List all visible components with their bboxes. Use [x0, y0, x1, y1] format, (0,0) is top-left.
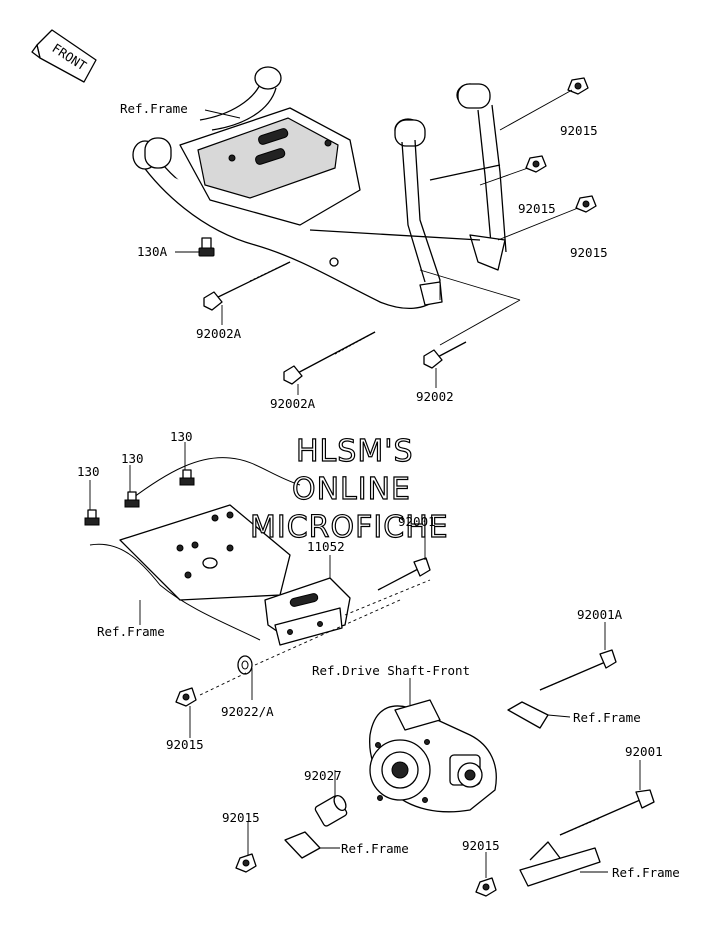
label-92027: 92027: [304, 768, 342, 783]
nut-92015-f-icon: [475, 877, 497, 897]
label-92022a: 92022/A: [221, 704, 274, 719]
label-ref-frame-mid: Ref.Frame: [97, 624, 165, 639]
label-92002: 92002: [416, 389, 454, 404]
label-92001-a: 92001: [398, 514, 436, 529]
label-92015-b: 92015: [518, 201, 556, 216]
mid-frame-section: [89, 457, 301, 641]
label-ref-frame-bottom: Ref.Frame: [612, 865, 680, 880]
bracket-11052: [264, 577, 351, 646]
label-92002a-lower: 92002A: [270, 396, 316, 411]
label-92001a: 92001A: [577, 607, 623, 622]
nut-92015-e-icon: [235, 853, 257, 873]
bolt-130-c-icon: [84, 509, 100, 526]
bracket-right-lower: [519, 841, 601, 887]
bolt-130-b-icon: [124, 491, 140, 508]
front-arrow-badge: FRONT: [31, 29, 97, 83]
label-130-c: 130: [77, 464, 100, 479]
front-differential: [369, 699, 497, 813]
label-92015-e: 92015: [222, 810, 260, 825]
label-92015-d: 92015: [166, 737, 204, 752]
label-92001-b: 92001: [625, 744, 663, 759]
nut-92015-b-icon: [525, 155, 547, 173]
label-130-a: 130: [170, 429, 193, 444]
upper-frame-assembly: [132, 66, 507, 310]
leader-lines: [89, 89, 641, 878]
label-130a: 130A: [137, 244, 168, 259]
label-92015-c: 92015: [570, 245, 608, 260]
nut-92015-d-icon: [175, 687, 197, 707]
bolt-92002-icon: [423, 341, 467, 369]
label-130-b: 130: [121, 451, 144, 466]
bolt-130-a-icon: [179, 469, 195, 486]
label-92002a-upper: 92002A: [196, 326, 242, 341]
label-ref-drive-shaft-front: Ref.Drive Shaft-Front: [312, 663, 470, 678]
washer-92022a-icon: [237, 655, 253, 675]
label-11052: 11052: [307, 539, 345, 554]
bolt-92001a-icon: [539, 649, 617, 691]
label-ref-frame-right: Ref.Frame: [573, 710, 641, 725]
hardware: [84, 77, 655, 897]
label-ref-frame-top: Ref.Frame: [120, 101, 188, 116]
watermark-line-2: ONLINE: [292, 472, 411, 507]
collar-92027-icon: [314, 794, 348, 827]
part-labels: Ref.Frame 92015 92015 92015 130A 92002A …: [77, 101, 680, 880]
nut-92015-c-icon: [575, 195, 597, 213]
bolt-92001-b-icon: [559, 789, 655, 836]
bolt-92002a-upper-icon: [203, 261, 291, 311]
bolt-92001-a-icon: [377, 557, 431, 591]
bracket-left-lower: [284, 831, 321, 859]
label-ref-frame-low: Ref.Frame: [341, 841, 409, 856]
nut-92015-a-icon: [567, 77, 589, 95]
bolt-130a-icon: [198, 237, 215, 257]
watermark: HLSM'S ONLINE MICROFICHE: [249, 433, 449, 545]
watermark-line-1: HLSM'S: [296, 434, 414, 469]
bracket-right-upper: [507, 701, 549, 729]
watermark-line-3: MICROFICHE: [250, 510, 449, 545]
bolt-92002a-lower-icon: [283, 331, 376, 385]
label-92015-f: 92015: [462, 838, 500, 853]
label-92015-a: 92015: [560, 123, 598, 138]
